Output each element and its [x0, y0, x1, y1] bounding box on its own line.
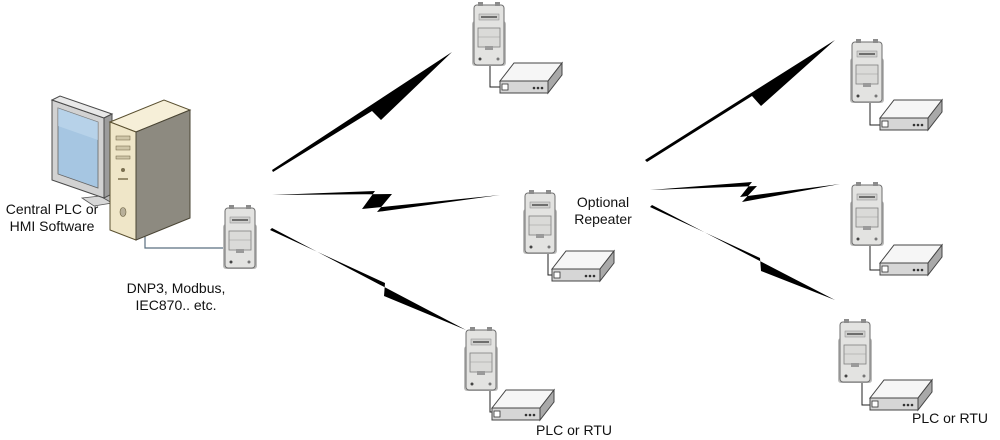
plc-rtu-icon-bottom [491, 389, 555, 421]
plc-rtu-icon-right-bottom [869, 379, 933, 411]
plc-rtu-icon-top [499, 62, 563, 94]
plc-label-right: PLC or RTU [912, 410, 988, 426]
protocols-label: DNP3, Modbus, IEC870.. etc. [113, 280, 239, 314]
plc-rtu-icon-right-middle [879, 244, 943, 276]
wireless-link-icon [270, 40, 840, 330]
radio-modem-icon-right-bottom [837, 318, 873, 384]
master-label-line1: Central PLC or [5, 201, 99, 217]
master-label-line2: HMI Software [9, 218, 95, 234]
wireless-link-repeater-to-top [645, 40, 835, 162]
plc-label-bottom: PLC or RTU [536, 422, 612, 438]
wireless-link-repeater-to-bottom [650, 205, 835, 300]
plc-rtu-icon-repeater [551, 250, 615, 282]
repeater-label-line2: Repeater [574, 211, 632, 227]
wireless-link-to-repeater [272, 191, 500, 212]
radio-modem-icon-master [222, 204, 258, 270]
repeater-label: Optional Repeater [566, 194, 640, 228]
repeater-label-line1: Optional [576, 194, 630, 210]
radio-modem-icon-bottom [463, 326, 499, 392]
radio-modem-icon-right-top [849, 38, 885, 104]
master-label: Central PLC or HMI Software [0, 201, 104, 235]
plc-rtu-icon-right-top [879, 99, 943, 131]
wireless-link-repeater-to-middle [650, 182, 840, 202]
wireless-link-to-bottom [270, 228, 466, 330]
protocols-label-line1: DNP3, Modbus, [126, 280, 226, 296]
radio-modem-icon-right-middle [849, 181, 885, 247]
protocols-label-line2: IEC870.. etc. [135, 297, 217, 313]
wireless-link-to-top [272, 52, 452, 172]
radio-modem-icon-top [471, 1, 507, 67]
radio-modem-icon-repeater [522, 189, 558, 255]
